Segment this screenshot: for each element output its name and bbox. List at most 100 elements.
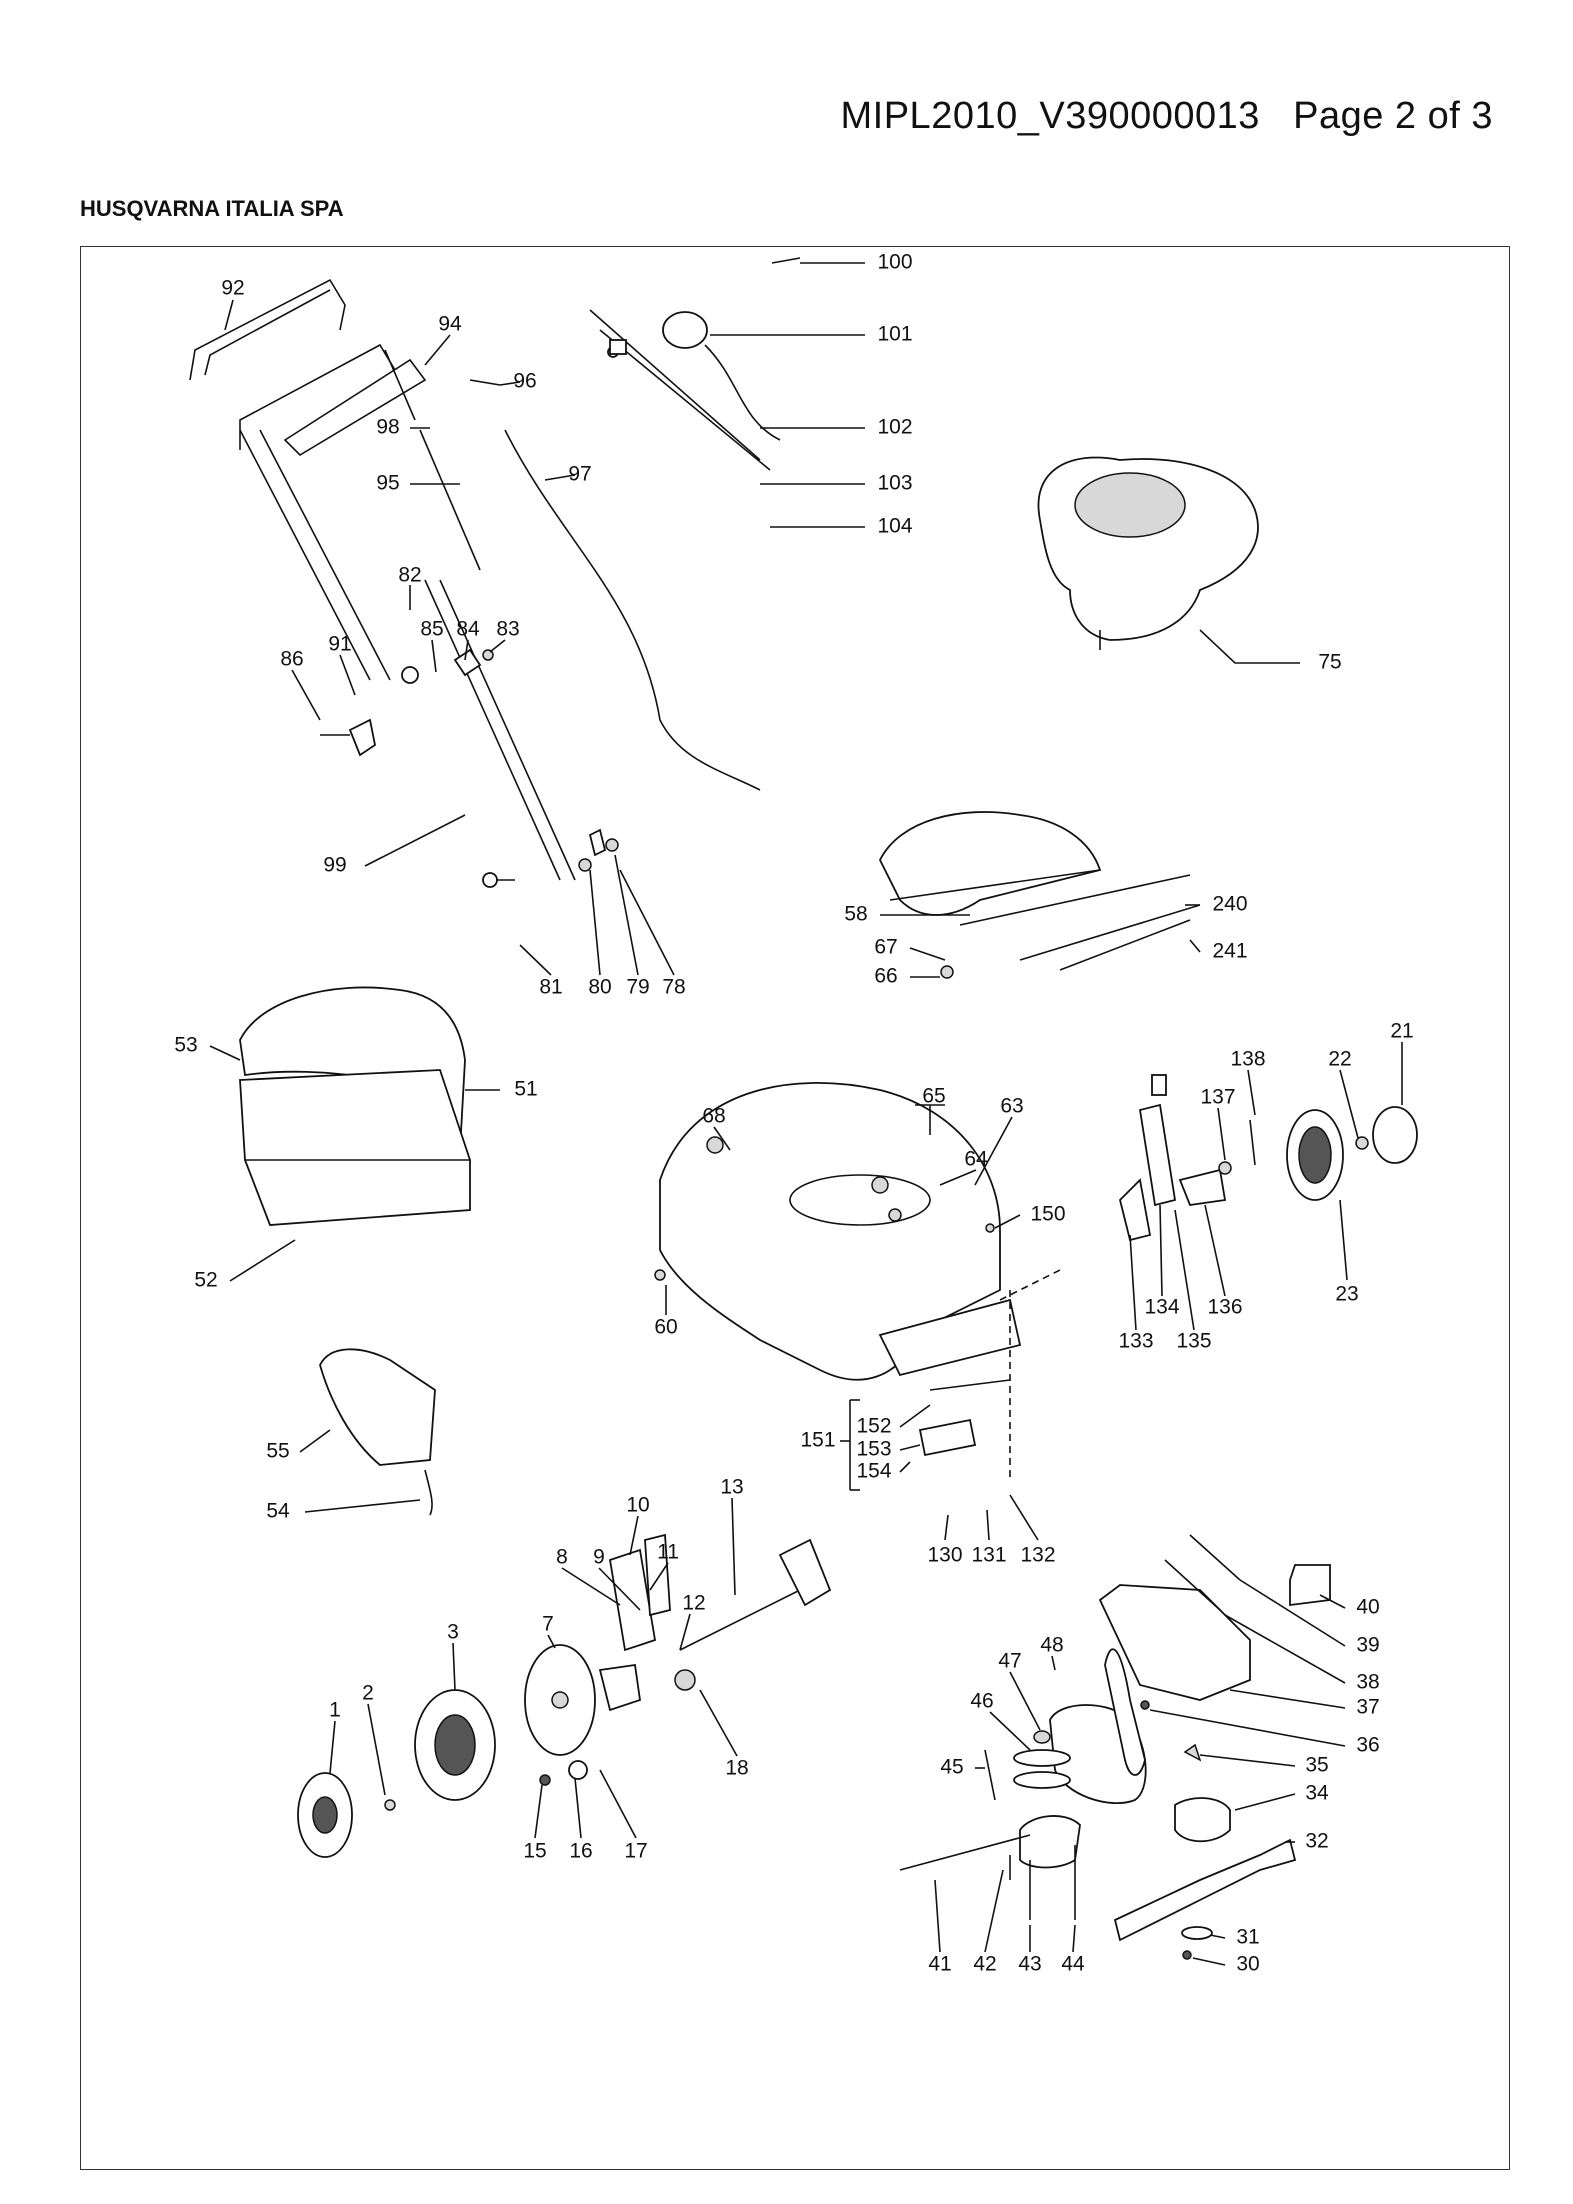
- leader-line: [1199, 1754, 1296, 1767]
- callout-number: 86: [280, 648, 303, 671]
- callout-number: 46: [970, 1690, 993, 1713]
- callout-number: 92: [221, 277, 244, 300]
- leader-line: [1174, 1209, 1195, 1331]
- callout-75: 75: [1199, 629, 1342, 674]
- callout-number: 75: [1318, 651, 1341, 674]
- callout-number: 55: [266, 1440, 289, 1463]
- callout-79: 79: [614, 854, 650, 999]
- callout-number: 32: [1305, 1830, 1328, 1853]
- leader-line: [939, 1169, 977, 1186]
- callout-30: 30: [1192, 1953, 1260, 1976]
- page-indicator: Page 2 of 3: [1293, 95, 1493, 137]
- leader-line: [989, 1711, 1031, 1751]
- diagram-frame: [80, 246, 1510, 2170]
- leader-line: [304, 1499, 421, 1513]
- callout-number: 8: [556, 1546, 568, 1569]
- leader-line: [1009, 1671, 1041, 1731]
- leader-line: [299, 1429, 331, 1453]
- callout-84: 84: [456, 618, 480, 661]
- leader-line: [519, 944, 552, 976]
- callout-35: 35: [1199, 1754, 1329, 1777]
- leader-line: [1072, 1924, 1076, 1953]
- callout-43: 43: [1018, 1925, 1042, 1976]
- callout-241: 241: [1189, 939, 1248, 963]
- callout-130: 130: [927, 1514, 963, 1567]
- callout-45: 45: [940, 1756, 985, 1779]
- callout-number: 97: [568, 463, 591, 486]
- callout-number: 41: [928, 1953, 951, 1976]
- leader-line: [599, 1769, 637, 1839]
- leader-line: [899, 1461, 911, 1473]
- callout-number: 54: [266, 1500, 290, 1523]
- callout-92: 92: [221, 277, 245, 331]
- callout-number: 35: [1305, 1754, 1328, 1777]
- callout-3: 3: [447, 1621, 459, 1691]
- leader-line: [424, 334, 451, 366]
- leader-line: [329, 1720, 336, 1774]
- callout-number: 94: [438, 313, 462, 336]
- callout-100: 100: [800, 251, 913, 274]
- leader-line: [598, 1567, 641, 1611]
- callout-number: 85: [420, 618, 443, 641]
- callout-78: 78: [619, 869, 686, 999]
- callout-9: 9: [593, 1546, 641, 1611]
- callout-number: 66: [874, 965, 897, 988]
- leader-line: [1159, 1204, 1163, 1297]
- callout-number: 96: [513, 370, 536, 393]
- callout-64: 64: [939, 1148, 988, 1186]
- callout-81: 81: [519, 944, 563, 999]
- callout-38: 38: [1224, 1614, 1380, 1694]
- callout-number: 136: [1207, 1296, 1242, 1319]
- callout-number: 47: [998, 1650, 1021, 1673]
- leader-line: [1199, 629, 1300, 664]
- callout-number: 79: [626, 976, 649, 999]
- callout-8: 8: [556, 1546, 621, 1606]
- callout-number: 103: [877, 472, 912, 495]
- callout-138: 138: [1230, 1048, 1266, 1116]
- callout-number: 152: [856, 1415, 891, 1438]
- callout-number: 21: [1390, 1020, 1413, 1043]
- callout-number: 7: [542, 1613, 554, 1636]
- callout-number: 83: [496, 618, 519, 641]
- callout-number: 1: [329, 1699, 341, 1722]
- callout-number: 15: [523, 1840, 546, 1863]
- callout-44: 44: [1061, 1924, 1085, 1976]
- callout-51: 51: [465, 1078, 538, 1101]
- callout-number: 38: [1356, 1671, 1379, 1694]
- leader-line: [1247, 1069, 1256, 1116]
- callout-number: 102: [877, 416, 912, 439]
- callout-135: 135: [1174, 1209, 1212, 1353]
- leader-line: [561, 1567, 621, 1606]
- callout-number: 48: [1040, 1634, 1063, 1657]
- callout-31: 31: [1209, 1926, 1260, 1949]
- callout-68: 68: [702, 1105, 731, 1151]
- callout-number: 240: [1212, 893, 1247, 916]
- callout-40: 40: [1319, 1594, 1380, 1619]
- callout-number: 42: [973, 1953, 996, 1976]
- leader-line: [339, 654, 356, 696]
- callout-number: 80: [588, 976, 611, 999]
- leader-line: [731, 1497, 736, 1596]
- callout-number: 9: [593, 1546, 605, 1569]
- leader-line: [367, 1703, 386, 1796]
- leader-line: [986, 1509, 990, 1541]
- callout-number: 101: [877, 323, 912, 346]
- callout-48: 48: [1040, 1634, 1064, 1671]
- callout-46: 46: [970, 1690, 1031, 1751]
- callout-number: 131: [971, 1544, 1006, 1567]
- callout-97: 97: [544, 463, 592, 486]
- callout-22: 22: [1328, 1048, 1359, 1139]
- leader-line: [589, 869, 601, 976]
- leader-line: [1189, 939, 1201, 953]
- callout-34: 34: [1234, 1782, 1329, 1811]
- leader-line: [224, 299, 234, 331]
- leader-line: [229, 1239, 296, 1282]
- callout-82: 82: [398, 564, 422, 610]
- leader-line: [1204, 1204, 1226, 1297]
- leader-line: [464, 639, 469, 661]
- callout-number: 95: [376, 472, 399, 495]
- callout-103: 103: [760, 472, 913, 495]
- callout-number: 40: [1356, 1596, 1379, 1619]
- callout-number: 36: [1356, 1734, 1379, 1757]
